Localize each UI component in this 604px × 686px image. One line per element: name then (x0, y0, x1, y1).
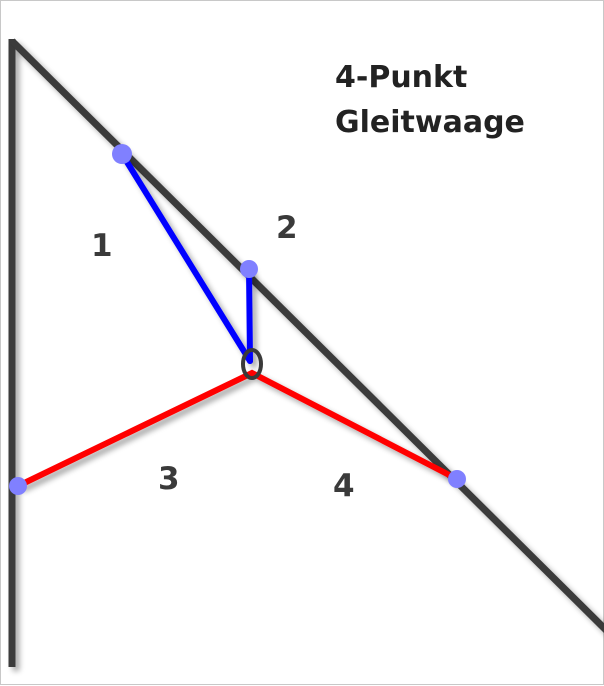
link-1 (119, 151, 253, 364)
attachment-point-3 (9, 477, 27, 495)
frame-structure (8, 38, 604, 667)
attachment-point-2 (240, 260, 258, 278)
label-link-1: 1 (91, 228, 113, 264)
title-line-2: Gleitwaage (335, 105, 525, 140)
lower-links (16, 369, 459, 489)
diagonal-beam (9, 38, 604, 633)
link-2 (246, 266, 253, 364)
attachment-point-4 (448, 470, 466, 488)
attachment-point-1 (112, 144, 132, 164)
link-3-and-4 (16, 369, 459, 489)
upper-links (119, 151, 253, 364)
label-link-2: 2 (276, 210, 298, 246)
center-joint (241, 348, 263, 380)
label-link-4: 4 (333, 468, 355, 504)
title-line-1: 4-Punkt (335, 60, 468, 95)
label-link-3: 3 (158, 461, 180, 497)
